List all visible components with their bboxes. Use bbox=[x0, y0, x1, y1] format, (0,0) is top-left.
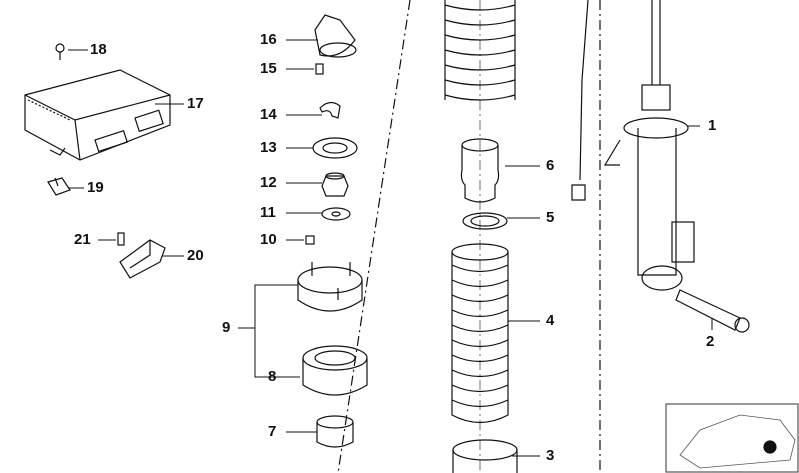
washer-part bbox=[321, 207, 351, 221]
bolt-long bbox=[675, 289, 750, 333]
callout-19: 19 bbox=[87, 179, 104, 196]
callout-15: 15 bbox=[260, 60, 277, 77]
bolt-part bbox=[117, 232, 125, 246]
strut-mount bbox=[297, 262, 363, 312]
callout-14: 14 bbox=[260, 106, 277, 123]
nut-small bbox=[315, 63, 324, 75]
callout-11: 11 bbox=[260, 204, 276, 221]
bump-stop bbox=[460, 138, 500, 203]
control-unit-part bbox=[24, 69, 171, 161]
callout-6: 6 bbox=[546, 157, 555, 174]
sensor-part bbox=[119, 239, 166, 279]
washer-split bbox=[312, 137, 358, 159]
strut-mount-cap bbox=[314, 14, 357, 58]
shock-absorber bbox=[603, 0, 695, 291]
coil-spring bbox=[444, 0, 516, 101]
callout-7: 7 bbox=[268, 423, 277, 440]
nut-part bbox=[321, 172, 349, 197]
lower-seat bbox=[452, 439, 518, 473]
callout-17: 17 bbox=[187, 95, 204, 112]
callout-16: 16 bbox=[260, 31, 277, 48]
callout-2: 2 bbox=[706, 333, 715, 350]
nut-small bbox=[305, 235, 315, 245]
clip-part bbox=[47, 177, 71, 196]
callout-9: 9 bbox=[222, 319, 231, 336]
center-line bbox=[337, 0, 411, 473]
callout-21: 21 bbox=[74, 231, 91, 248]
callout-3: 3 bbox=[546, 447, 555, 464]
screw-part bbox=[55, 43, 65, 60]
callout-1: 1 bbox=[708, 117, 717, 134]
callout-13: 13 bbox=[260, 139, 277, 156]
bracket-part bbox=[319, 101, 341, 119]
wire-harness bbox=[571, 0, 589, 201]
callout-5: 5 bbox=[546, 209, 555, 226]
callout-18: 18 bbox=[90, 41, 107, 58]
bump-cap bbox=[316, 415, 354, 448]
callout-4: 4 bbox=[546, 312, 555, 329]
spring-seat bbox=[302, 345, 368, 396]
callout-12: 12 bbox=[260, 174, 277, 191]
retaining-ring bbox=[462, 212, 508, 230]
vehicle-location-thumbnail bbox=[665, 403, 799, 473]
callout-8: 8 bbox=[268, 368, 277, 385]
callout-10: 10 bbox=[260, 231, 277, 248]
dust-boot bbox=[451, 243, 509, 424]
callout-20: 20 bbox=[187, 247, 204, 264]
leader-lines bbox=[68, 39, 713, 457]
